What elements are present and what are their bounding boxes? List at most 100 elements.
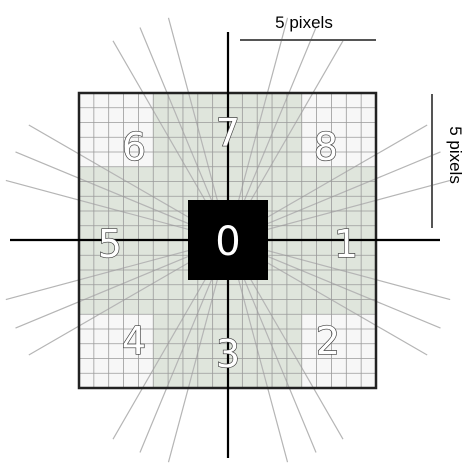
grid-cell	[346, 270, 362, 285]
grid-cell	[257, 329, 273, 344]
grid-cell	[108, 122, 124, 138]
grid-cell	[79, 196, 94, 211]
grid-cell	[197, 107, 213, 123]
grid-cell	[227, 107, 243, 123]
grid-cell	[286, 152, 302, 167]
grid-cell	[212, 329, 228, 344]
grid-cell	[93, 314, 109, 329]
grid-cell	[316, 299, 332, 315]
grid-cell	[272, 166, 287, 182]
grid-cell	[272, 152, 287, 167]
grid-cell	[242, 107, 258, 123]
grid-cell	[212, 93, 228, 108]
grid-cell	[153, 196, 169, 211]
grid-cell	[138, 358, 154, 374]
direction-label-4: 4	[122, 319, 146, 363]
grid-cell	[257, 343, 273, 359]
grid-cell	[361, 299, 376, 315]
grid-cell	[257, 107, 273, 123]
grid-cell	[168, 137, 183, 152]
grid-cell	[316, 107, 332, 123]
grid-cell	[361, 225, 376, 241]
grid-cell	[123, 196, 139, 211]
grid-cell	[301, 343, 317, 359]
grid-cell	[108, 152, 124, 167]
grid-cell	[301, 137, 317, 152]
grid-cell	[79, 358, 94, 374]
grid-cell	[316, 166, 332, 182]
grid-cell	[316, 181, 332, 197]
grid-cell	[346, 240, 362, 256]
grid-cell	[79, 181, 94, 197]
grid-cell	[138, 343, 154, 359]
grid-cell	[286, 181, 302, 197]
grid-cell	[361, 137, 376, 152]
grid-cell	[346, 196, 362, 211]
grid-cell	[168, 122, 183, 138]
grid-cell	[286, 93, 302, 108]
grid-cell	[79, 225, 94, 241]
grid-cell	[331, 122, 347, 138]
grid-cell	[242, 299, 258, 315]
grid-cell	[301, 240, 317, 256]
grid-cell	[331, 240, 347, 256]
grid-cell	[153, 107, 169, 123]
grid-cell	[108, 270, 124, 285]
grid-cell	[93, 196, 109, 211]
grid-cell	[286, 284, 302, 300]
grid-cell	[153, 152, 169, 167]
grid-cell	[227, 314, 243, 329]
grid-cell	[108, 93, 124, 108]
grid-cell	[346, 343, 362, 359]
grid-cell	[331, 358, 347, 374]
direction-label-5: 5	[98, 222, 122, 266]
direction-label-6: 6	[122, 125, 146, 169]
grid-cell	[331, 270, 347, 285]
grid-cell	[138, 284, 154, 300]
grid-cell	[346, 358, 362, 374]
grid-cell	[227, 373, 243, 388]
grid-cell	[257, 152, 273, 167]
grid-cell	[182, 358, 198, 374]
grid-cell	[123, 343, 139, 359]
grid-cell	[257, 181, 273, 197]
grid-cell	[197, 137, 213, 152]
grid-cell	[361, 358, 376, 374]
grid-cell	[346, 314, 362, 329]
grid-cell	[108, 107, 124, 123]
grid-cell	[346, 181, 362, 197]
grid-cell	[316, 225, 332, 241]
grid-cell	[331, 196, 347, 211]
grid-cell	[272, 255, 287, 270]
grid-cell	[272, 137, 287, 152]
grid-cell	[138, 122, 154, 138]
grid-cell	[153, 240, 169, 256]
direction-label-1: 1	[334, 222, 358, 266]
grid-cell	[257, 284, 273, 300]
grid-cell	[257, 358, 273, 374]
grid-cell	[153, 299, 169, 315]
grid-cell	[93, 329, 109, 344]
grid-cell	[301, 299, 317, 315]
grid-cell	[93, 373, 109, 388]
grid-cell	[331, 137, 347, 152]
grid-cell	[212, 122, 228, 138]
grid-cell	[123, 122, 139, 138]
grid-cell	[153, 329, 169, 344]
grid-cell	[272, 314, 287, 329]
grid-cell	[346, 255, 362, 270]
grid-cell	[361, 107, 376, 123]
grid-cell	[227, 343, 243, 359]
grid-cell	[108, 240, 124, 256]
grid-cell	[123, 137, 139, 152]
grid-cell	[301, 152, 317, 167]
grid-cell	[346, 373, 362, 388]
grid-cell	[138, 373, 154, 388]
grid-cell	[242, 329, 258, 344]
grid-cell	[301, 166, 317, 182]
grid-cell	[79, 122, 94, 138]
grid-cell	[138, 181, 154, 197]
grid-cell	[227, 284, 243, 300]
grid-cell	[212, 373, 228, 388]
